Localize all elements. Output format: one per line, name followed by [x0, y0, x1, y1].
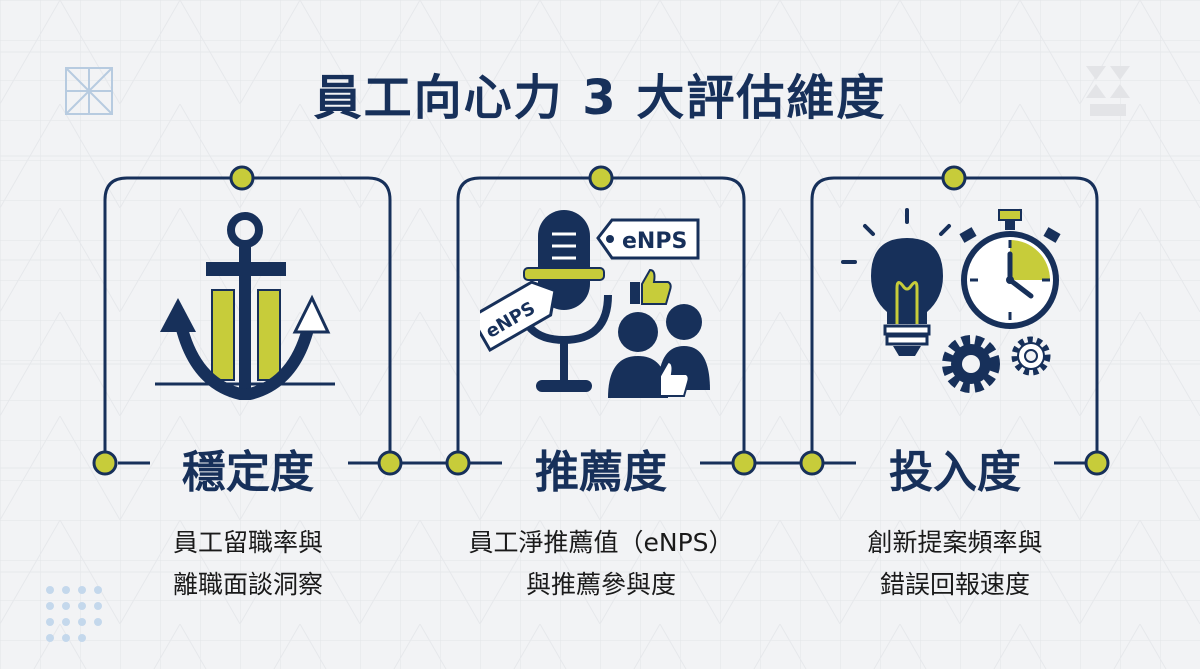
- gear-icon: [942, 335, 1000, 393]
- connector-dot: [92, 450, 118, 476]
- connector-dot: [1084, 450, 1110, 476]
- connector-dot: [588, 165, 614, 191]
- connector-dot: [731, 450, 757, 476]
- connector-dot: [377, 450, 403, 476]
- decor-snowflake-icon: [65, 67, 113, 115]
- card-title-stability: 穩定度: [182, 447, 314, 498]
- connector-dot: [941, 165, 967, 191]
- connector-dot: [229, 165, 255, 191]
- card-title-engagement: 投入度: [889, 447, 1021, 498]
- anchor-icon: [155, 212, 335, 400]
- card-desc-recommendation: 員工淨推薦值（eNPS） 與推薦參與度: [468, 528, 734, 599]
- page-title: 員工向心力 3 大評估維度: [313, 70, 887, 126]
- thumbs-up-icon: [648, 360, 690, 397]
- lightbulb-stopwatch-icon: [841, 208, 1061, 393]
- enps-tag-text: eNPS: [622, 229, 687, 254]
- microphone-icon: eNPS eNPS: [480, 210, 710, 398]
- gear-icon: [1011, 336, 1051, 376]
- connector-dot: [445, 450, 471, 476]
- card-desc-engagement: 創新提案頻率與 錯誤回報速度: [867, 528, 1043, 599]
- enps-tag-upper: eNPS: [596, 218, 700, 260]
- decor-dots-icon: [46, 586, 102, 642]
- lightbulb-icon: [871, 238, 943, 356]
- thumbs-up-icon: [630, 268, 672, 305]
- decor-shapes-icon: [1086, 66, 1130, 116]
- card-title-recommendation: 推薦度: [535, 447, 667, 498]
- connector-dot: [799, 450, 825, 476]
- card-desc-stability: 員工留職率與 離職面談洞察: [172, 528, 323, 599]
- stopwatch-icon: [959, 209, 1061, 329]
